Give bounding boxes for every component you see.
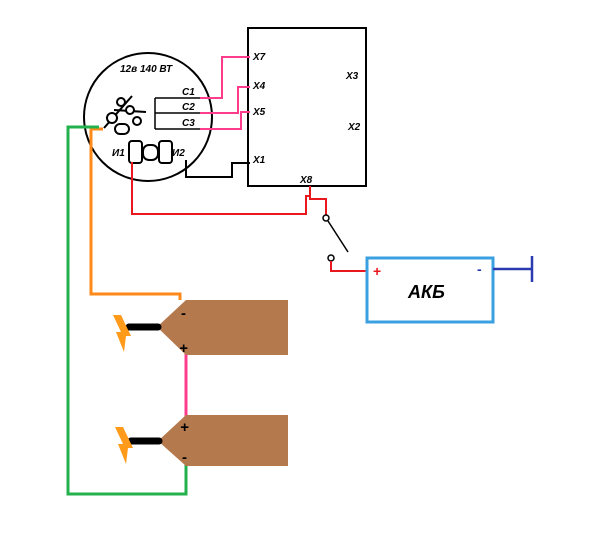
regulator-box	[247, 27, 367, 187]
generator-rating: 12в 140 ВТ	[120, 64, 173, 75]
battery-box	[365, 256, 495, 324]
pink-wires	[200, 56, 250, 130]
electrode-bottom-minus: -	[182, 449, 187, 466]
generator-internal-lines	[154, 97, 200, 130]
electrode-bottom	[158, 415, 288, 466]
pin-x5: X5	[252, 107, 266, 118]
generator-body	[83, 52, 213, 182]
pin-x4: X4	[252, 81, 266, 92]
electrode-top	[157, 300, 288, 355]
battery-minus: -	[477, 261, 482, 277]
terminal-c1: С1	[182, 87, 195, 98]
battery-label: АКБ	[407, 282, 445, 302]
wire-i1-x8	[131, 162, 310, 215]
battery-plus: +	[373, 263, 381, 279]
brush-icon	[128, 140, 173, 164]
wire-i2-x1	[185, 160, 250, 178]
wire-orange	[89, 127, 182, 300]
rotor-contact-icon	[103, 95, 147, 135]
terminal-i2: И2	[172, 148, 185, 159]
electrode-top-minus: -	[181, 305, 186, 322]
pin-x1: X1	[252, 155, 266, 166]
pin-x2: X2	[347, 122, 361, 133]
terminal-i1: И1	[112, 148, 125, 159]
switch-icon[interactable]	[322, 214, 349, 262]
electrode-top-plus: +	[179, 340, 188, 357]
spark-icon	[113, 315, 131, 352]
pin-x7: X7	[252, 52, 266, 63]
wire-switch-battery	[330, 261, 368, 272]
pin-x3: X3	[345, 71, 359, 82]
terminal-c2: С2	[182, 102, 195, 113]
pin-x8: X8	[299, 175, 313, 186]
electrode-bottom-plus: +	[180, 419, 189, 436]
ground-icon	[493, 256, 534, 282]
wire-green	[66, 125, 188, 496]
wire-x8-switch	[309, 186, 327, 215]
spark-icon	[115, 427, 133, 464]
terminal-c3: С3	[182, 118, 195, 129]
